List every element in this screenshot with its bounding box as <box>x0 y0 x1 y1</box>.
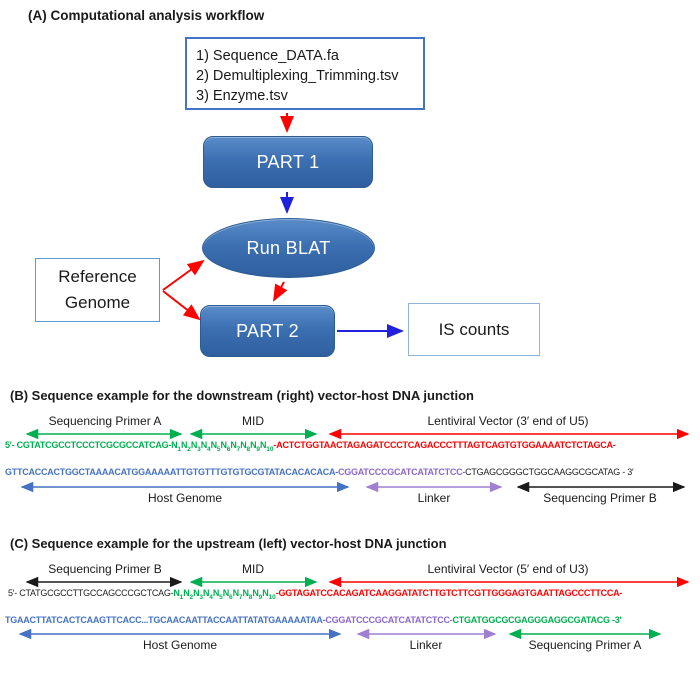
label-sequencing-primer-b: Sequencing Primer B <box>543 491 657 505</box>
sequence-segment-red: -GGTAGATCCACAGATCAAGGATATCTTGTCTTCGTTGGG… <box>275 588 623 598</box>
label-mid: MID <box>242 562 264 576</box>
label-host-genome: Host Genome <box>147 491 223 505</box>
section-c-title: (C) Sequence example for the upstream (l… <box>10 536 447 551</box>
reference-genome-box: Reference Genome <box>35 258 160 322</box>
sequence-segment-green: N1N2N3N4N5N6N7N8N9N10 <box>173 588 276 601</box>
flow-node-part2: PART 2 <box>200 305 335 357</box>
sequence-segment-purple: CGGATCCCGCATCATATCTCC- <box>337 467 466 477</box>
is-counts-box: IS counts <box>408 303 540 356</box>
label-sequencing-primer-a: Sequencing Primer A <box>48 414 162 428</box>
input-file-item: 2) Demultiplexing_Trimming.tsv <box>196 68 399 84</box>
sequence-c-line1: 5′- CTATGCGCCTTGCCAGCCCGCTCAG-N1N2N3N4N5… <box>8 588 622 601</box>
flow-node-run-blat: Run BLAT <box>202 218 375 278</box>
arrow-blat-to-part2 <box>273 281 288 302</box>
label-host-genome: Host Genome <box>142 638 218 652</box>
sequence-segment-purple: CGGATCCCGCATCATATCTCC- <box>325 615 453 625</box>
sequence-segment-red: -ACTCTGGTAACTAGAGATCCCTCAGACCCTTTAGTCAGT… <box>273 440 616 450</box>
flow-node-part1: PART 1 <box>203 136 373 188</box>
label-lentiviral-vector-u3: Lentiviral Vector (5′ end of U3) <box>427 562 589 576</box>
sequence-segment-black: 5′- CTATGCGCCTTGCCAGCCCGCTCAG- <box>8 588 174 598</box>
sequence-segment-green: 5′- CGTATCGCCTCCCTCGCGCCATCAG- <box>5 440 172 450</box>
label-lentiviral-vector-u5: Lentiviral Vector (3′ end of U5) <box>427 414 589 428</box>
label-mid: MID <box>242 414 264 428</box>
sequence-segment-green: CTGATGGCGCGAGGGAGGCGATACG -3′ <box>452 615 622 625</box>
sequence-segment-blue: TGAACTTATCACTCAAGTTCACC...TGCAACAATTACCA… <box>5 615 326 625</box>
input-files-box: 1) Sequence_DATA.fa 2) Demultiplexing_Tr… <box>185 37 425 110</box>
sequence-segment-green: N1N2N3N4N5N6N7N8N9N10 <box>171 440 274 453</box>
sequence-b-line1: 5′- CGTATCGCCTCCCTCGCGCCATCAG-N1N2N3N4N5… <box>5 440 616 453</box>
label-linker: Linker <box>409 638 443 652</box>
arrow-refgenome-to-part2 <box>162 290 201 321</box>
sequence-c-line2: TGAACTTATCACTCAAGTTCACC...TGCAACAATTACCA… <box>5 615 622 625</box>
section-b-title: (B) Sequence example for the downstream … <box>10 388 474 403</box>
input-file-item: 3) Enzyme.tsv <box>196 88 288 104</box>
input-file-item: 1) Sequence_DATA.fa <box>196 48 339 64</box>
arrow-refgenome-to-blat <box>162 259 205 291</box>
sequence-segment-black: CTGAGCGGGCTGGCAAGGCGCATAG - 3′ <box>465 467 634 477</box>
sequence-b-line2: GTTCACCACTGGCTAAAACATGGAAAAATTGTGTTTGTGT… <box>5 467 634 477</box>
label-sequencing-primer-b: Sequencing Primer B <box>48 562 162 576</box>
sequence-segment-blue: GTTCACCACTGGCTAAAACATGGAAAAATTGTGTTTGTGT… <box>5 467 338 477</box>
section-a-title: (A) Computational analysis workflow <box>28 8 265 23</box>
label-sequencing-primer-a: Sequencing Primer A <box>528 638 642 652</box>
label-linker: Linker <box>417 491 451 505</box>
